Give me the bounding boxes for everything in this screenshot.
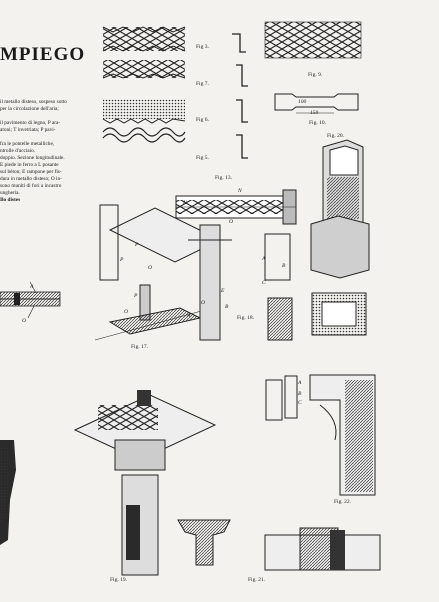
fig-18-posts — [188, 224, 293, 341]
fig-10-bar — [274, 93, 359, 114]
figure-letter: A — [187, 313, 191, 319]
fig-21-sections — [177, 519, 381, 571]
figure-letter: B — [298, 391, 302, 397]
fig-5-strip — [102, 127, 248, 159]
fig-caption: Fig 3. — [196, 44, 209, 50]
figure-letter: C — [262, 280, 266, 286]
fig-caption: Fig. 22. — [334, 499, 351, 505]
figure-letter: O — [124, 309, 128, 315]
text-line: il pavimento di legno, P ara- — [0, 120, 61, 126]
figure-letter: N — [238, 188, 242, 194]
figure-letter: E — [221, 288, 225, 294]
fig-19-column-head — [73, 390, 217, 576]
dimension-label: 100 — [298, 99, 307, 105]
text-line: per la circolazione dell'aria; — [0, 106, 59, 112]
left-beam-detail — [0, 281, 61, 319]
fig-caption: Fig 6. — [196, 117, 209, 123]
text-line: ungheria. — [0, 190, 20, 196]
fig-caption: Fig. 19. — [110, 577, 127, 583]
figure-letter: P — [135, 242, 139, 248]
fig-caption: Fig 5. — [196, 155, 209, 161]
fig-6-strip — [102, 99, 248, 124]
figure-letter: O — [201, 300, 205, 306]
figure-letter: B — [282, 263, 286, 269]
figure-letter: O — [22, 318, 26, 324]
figure-letter: O — [148, 265, 152, 271]
fig-caption: Fig. 18. — [237, 315, 254, 321]
fig-caption: Fig. 9. — [308, 72, 323, 78]
fig-7-strip — [102, 60, 248, 87]
fig-20-section — [311, 292, 367, 336]
fig-caption: Fig. 20. — [327, 133, 344, 139]
text-line: fra le pontelle metalliche, — [0, 141, 55, 147]
fig-caption: Fig. 13. — [215, 175, 232, 181]
figure-letter: P — [134, 293, 138, 299]
fig-caption: Fig. 10. — [309, 120, 326, 126]
text-line: sul béton; E rampone per fis- — [0, 169, 62, 175]
fig-caption: Fig 7. — [196, 81, 209, 87]
figure-letter: B — [225, 304, 229, 310]
text-line: doppio. Sezione longitudinale. — [0, 155, 65, 161]
text-line: E piede in ferro a L posante — [0, 162, 59, 168]
fig-22-detail — [265, 374, 376, 496]
fig-3-strip — [102, 26, 246, 53]
figure-letter: A — [298, 380, 302, 386]
text-line: il metallo disteso, sospeso sotto — [0, 99, 67, 105]
page-title: MPIEGO — [0, 44, 86, 65]
figure-letter: O — [229, 219, 233, 225]
figure-letter: A — [30, 284, 34, 290]
text-line: sono muniti di fori a incastro — [0, 183, 62, 189]
text-line: dura in metallo disteso; O in- — [0, 176, 62, 182]
figure-letter: A — [262, 256, 266, 262]
text-line: atoni; T invetriata; P pavi- — [0, 127, 56, 133]
fig-9-mesh — [264, 21, 362, 59]
fig-caption: Fig. 17. — [131, 344, 148, 350]
fig-13-beam — [175, 189, 297, 225]
fig-20-column — [310, 139, 370, 279]
figure-letter: N — [183, 200, 187, 206]
text-column: il metallo disteso, sospeso sotto per la… — [0, 99, 104, 204]
fig-caption: Fig. 21. — [248, 577, 265, 583]
text-line: ntrolle d'acciaio. — [0, 148, 36, 154]
figure-letter: C — [298, 400, 302, 406]
dimension-label: 150 — [310, 110, 319, 116]
figure-letter: P — [120, 257, 124, 263]
bold-caption: Ilo distes — [0, 197, 21, 203]
left-wall-section — [0, 440, 16, 545]
